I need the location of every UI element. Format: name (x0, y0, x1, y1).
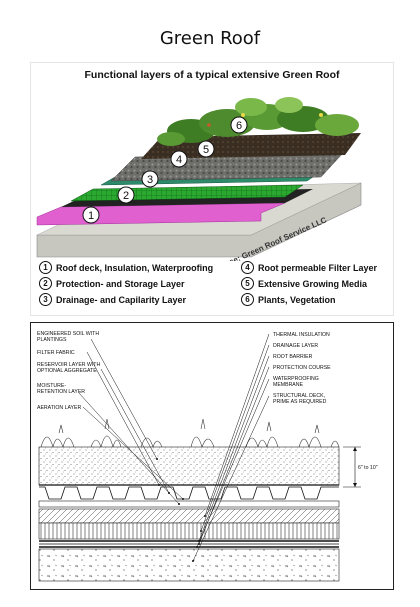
engineered-soil (38, 446, 340, 486)
callout-reservoir-layer: RESERVOIR LAYER WITH OPTIONAL AGGREGATE (37, 362, 102, 374)
legend-item-6: 6 Plants, Vegetation (241, 293, 336, 306)
section-detail: 6" to 10" ENGINEERED SOIL WITH PLANTINGS (30, 322, 394, 590)
moisture-retention-layer (38, 500, 340, 508)
marker-4: 4 (170, 150, 188, 168)
callout-moisture-retention: MOISTURE- RETENTION LAYER (37, 383, 85, 395)
thermal-insulation (38, 508, 340, 524)
marker-1: 1 (82, 206, 100, 224)
section-drawing: 6" to 10" ENGINEERED SOIL WITH PLANTINGS (37, 331, 378, 582)
legend-item-3: 3 Drainage- and Capilarity Layer (39, 293, 186, 306)
leader-arrows (156, 458, 206, 562)
depth-dimension: 6" to 10" (343, 446, 378, 488)
callout-structural-deck: STRUCTURAL DECK, PRIME AS REQUIRED (273, 393, 327, 405)
callout-thermal-insulation: THERMAL INSULATION (273, 332, 330, 338)
svg-text:4: 4 (176, 154, 182, 166)
svg-text:2: 2 (123, 190, 129, 202)
svg-text:3: 3 (147, 174, 153, 186)
structural-deck (38, 548, 340, 582)
callout-protection-course: PROTECTION COURSE (273, 365, 331, 371)
legend-item-1: 1 Roof deck, Insulation, Waterproofing (39, 261, 213, 274)
layer-diagram: Functional layers of a typical extensive… (30, 62, 394, 316)
leader-lines (78, 333, 270, 562)
callout-aeration-layer: AERATION LAYER (37, 405, 81, 411)
callout-waterproofing-membrane: WATERPROOFING MEMBRANE (273, 376, 320, 388)
callout-root-barrier: ROOT BARRIER (273, 354, 313, 360)
marker-5: 5 (197, 140, 215, 158)
legend-item-4: 4 Root permeable Filter Layer (241, 261, 377, 274)
marker-2: 2 (117, 186, 135, 204)
reservoir-layer (39, 486, 339, 500)
marker-6: 6 (230, 116, 248, 134)
plantings-sketch (40, 418, 340, 449)
svg-text:6: 6 (236, 120, 242, 132)
diagram-subtitle: Functional layers of a typical extensive… (84, 69, 340, 81)
drainage-layer-detail (38, 522, 340, 540)
svg-text:5: 5 (203, 144, 209, 156)
svg-text:6" to 10": 6" to 10" (358, 465, 378, 471)
marker-3: 3 (141, 170, 159, 188)
legend-item-5: 5 Extensive Growing Media (241, 277, 367, 290)
vegetation-layer (157, 97, 359, 146)
callout-filter-fabric: FILTER FABRIC (37, 350, 75, 356)
callout-engineered-soil: ENGINEERED SOIL WITH PLANTINGS (37, 331, 101, 343)
legend-item-2: 2 Protection- and Storage Layer (39, 277, 185, 290)
page-title: Green Roof (159, 28, 261, 49)
layer-illustration: Source: Green Roof Service LLC 1 2 3 4 5… (36, 97, 362, 261)
svg-text:1: 1 (88, 210, 94, 222)
callout-drainage-layer: DRAINAGE LAYER (273, 343, 318, 349)
